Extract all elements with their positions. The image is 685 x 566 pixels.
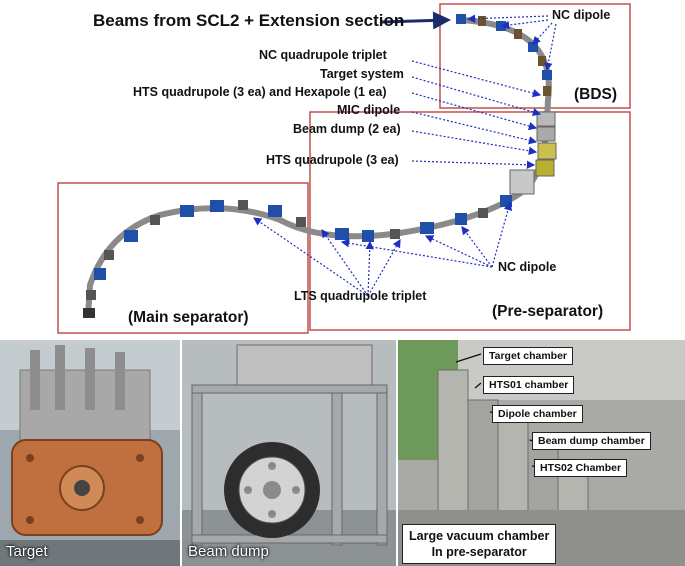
main-separator-box bbox=[57, 182, 309, 334]
hts-quad-hexapole-label: HTS quadrupole (3 ea) and Hexapole (1 ea… bbox=[133, 85, 387, 99]
target-caption: Target bbox=[6, 543, 48, 560]
target-system-label: Target system bbox=[320, 67, 404, 81]
hts02-chamber-tag: HTS02 Chamber bbox=[534, 459, 628, 477]
chamber-caption: Large vacuum chamber In pre-separator bbox=[402, 524, 557, 564]
nc-dipole-top-label: NC dipole bbox=[552, 8, 611, 22]
hts01-chamber-tag: HTS01 chamber bbox=[483, 376, 575, 394]
pre-separator-equipment bbox=[335, 111, 557, 242]
pre-separator-box bbox=[309, 111, 631, 331]
beams-from-label: Beams from SCL2 + Extension section bbox=[93, 11, 405, 30]
nc-dipole-bottom-label: NC dipole bbox=[498, 260, 557, 274]
beams-arrow bbox=[381, 11, 451, 30]
chamber-caption-line2: In pre-separator bbox=[431, 545, 527, 559]
mic-dipole-label: MIC dipole bbox=[337, 103, 401, 117]
main-separator-magnets bbox=[83, 200, 306, 318]
beam-dump-chamber-tag: Beam dump chamber bbox=[532, 432, 651, 450]
component-arrows bbox=[411, 60, 542, 169]
main-separator-label: (Main separator) bbox=[128, 309, 249, 326]
beam-dump-caption: Beam dump bbox=[188, 543, 269, 560]
beamline-layout: Beams from SCL2 + Extension section NC d… bbox=[57, 3, 631, 334]
beam-dump-label: Beam dump (2 ea) bbox=[293, 122, 401, 136]
target-photo: Target bbox=[0, 340, 180, 566]
chamber-caption-line1: Large vacuum chamber bbox=[409, 529, 550, 543]
lts-triplet-arrows bbox=[253, 217, 401, 297]
hts-quad-label: HTS quadrupole (3 ea) bbox=[266, 153, 399, 167]
dipole-chamber-tag: Dipole chamber bbox=[492, 405, 583, 423]
beamline-path bbox=[85, 17, 552, 318]
nc-dipole-bottom-arrows bbox=[340, 201, 513, 268]
nc-dipole-top-arrows bbox=[466, 14, 557, 72]
beamline-drawing bbox=[57, 3, 631, 334]
target-chamber-tag: Target chamber bbox=[483, 347, 573, 365]
beam-dump-photo: Beam dump bbox=[182, 340, 396, 566]
target-image bbox=[0, 340, 180, 566]
bds-label: (BDS) bbox=[574, 86, 618, 103]
nc-quad-triplet-label: NC quadrupole triplet bbox=[259, 48, 387, 62]
pre-separator-label: (Pre-separator) bbox=[492, 303, 604, 320]
lts-triplet-label: LTS quadrupole triplet bbox=[294, 289, 427, 303]
vacuum-chamber-photo: Target chamber HTS01 chamber Dipole cham… bbox=[398, 340, 685, 566]
beam-dump-image bbox=[182, 340, 396, 566]
